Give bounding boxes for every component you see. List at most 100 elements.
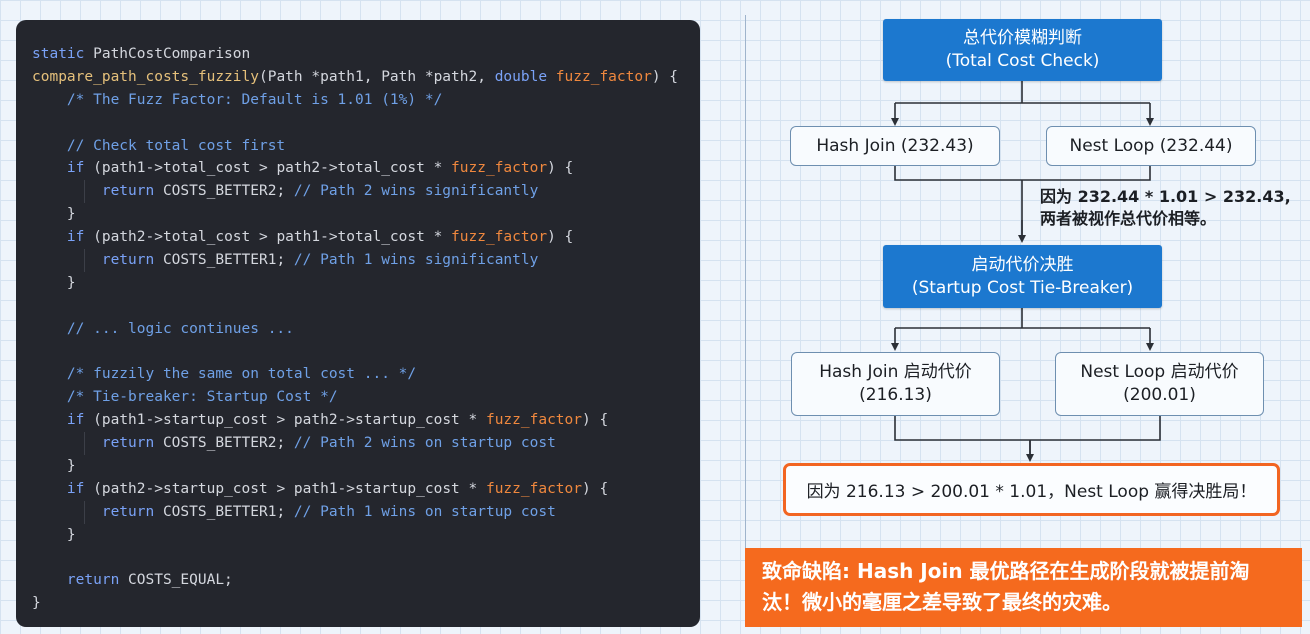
connector-total-split (895, 81, 1150, 104)
total-cost-check-node: 总代价模糊判断 (Total Cost Check) (883, 19, 1162, 81)
code-token: COSTS_BETTER1; (162, 503, 294, 520)
code-token: return (101, 503, 163, 520)
panel-divider (745, 15, 746, 627)
hash-join-total-label: Hash Join (232.43) (816, 135, 974, 156)
code-token: return (101, 435, 163, 452)
code-token: } (32, 274, 76, 291)
code-token: (path2->startup_cost > path1->startup_co… (93, 480, 486, 497)
code-token: COSTS_BETTER2; (162, 435, 294, 452)
code-line: if (path1->total_cost > path2->total_cos… (32, 157, 684, 180)
indent-guide (84, 180, 85, 204)
startup-tiebreaker-title: 启动代价决胜 (971, 254, 1074, 275)
code-token: if (66, 229, 94, 246)
nest-loop-startup-label: Nest Loop 启动代价 (1080, 362, 1239, 382)
code-line: static PathCostComparison (32, 43, 684, 66)
startup-tiebreaker-subtitle: (Startup Cost Tie-Breaker) (911, 277, 1134, 298)
code-line: // ... logic continues ... (32, 318, 684, 341)
code-token: if (66, 160, 94, 177)
nest-loop-startup-node: Nest Loop 启动代价 (200.01) (1055, 352, 1264, 416)
equality-note-line2: 两者被视作总代价相等。 (1040, 209, 1217, 228)
code-token: } (32, 595, 41, 612)
code-line: return COSTS_BETTER1; // Path 1 wins on … (32, 501, 684, 524)
hash-join-startup-value: (216.13) (859, 385, 932, 405)
result-node: 因为 216.13 > 200.01 * 1.01，Nest Loop 赢得决胜… (783, 463, 1280, 516)
nest-loop-total-label: Nest Loop (232.44) (1069, 135, 1233, 156)
startup-tiebreaker-node: 启动代价决胜 (Startup Cost Tie-Breaker) (883, 245, 1162, 308)
code-token: ) { (547, 229, 574, 246)
code-token: PathCostComparison (93, 46, 251, 62)
result-text: 因为 216.13 > 200.01 * 1.01，Nest Loop 赢得决胜… (806, 482, 1257, 502)
code-line: } (32, 455, 684, 478)
code-line: if (path2->startup_cost > path1->startup… (32, 478, 684, 501)
fatal-flaw-line2: 汰！微小的毫厘之差导致了最终的灾难。 (762, 590, 1122, 614)
code-line: compare_path_costs_fuzzily(Path *path1, … (32, 66, 684, 89)
code-token: (path1->startup_cost > path2->startup_co… (93, 412, 486, 429)
indent-guide (84, 432, 85, 456)
code-line: } (32, 203, 684, 226)
code-token: /* The Fuzz Factor: Default is 1.01 (1%)… (66, 91, 443, 108)
equality-note-line1: 因为 232.44 * 1.01 > 232.43, (1040, 187, 1291, 206)
code-token: return (66, 572, 129, 589)
code-token: return (101, 252, 163, 269)
code-token: COSTS_BETTER2; (162, 183, 294, 200)
connector-startup-merge (894, 416, 1161, 460)
code-line: } (32, 524, 684, 547)
code-line: // Check total cost first (32, 135, 684, 158)
code-line: if (path2->total_cost > path1->total_cos… (32, 226, 684, 249)
code-line: return COSTS_BETTER2; // Path 2 wins sig… (32, 180, 684, 203)
code-line: } (32, 592, 684, 615)
code-token: ) { (582, 480, 609, 497)
indent-guide (84, 249, 85, 272)
code-token: } (32, 458, 76, 475)
code-line: return COSTS_BETTER2; // Path 2 wins on … (32, 432, 684, 455)
code-token: return (101, 183, 163, 200)
code-token: COSTS_BETTER1; (162, 252, 294, 269)
code-token: (path1->total_cost > path2->total_cost * (93, 160, 452, 177)
code-line: /* The Fuzz Factor: Default is 1.01 (1%)… (32, 89, 684, 112)
connector-startup-split (895, 308, 1150, 329)
code-line: if (path1->startup_cost > path2->startup… (32, 409, 684, 432)
code-token: /* fuzzily the same on total cost ... */ (66, 366, 417, 383)
code-token: // Check total cost first (66, 137, 286, 154)
code-token: ) { (547, 160, 574, 177)
code-token: ) { (651, 68, 679, 85)
code-token: // Path 1 wins on startup cost (293, 503, 556, 520)
code-token: (path2->total_cost > path1->total_cost * (93, 229, 452, 246)
code-token: if (66, 412, 94, 429)
code-token: ) { (582, 412, 609, 429)
code-token: /* Tie-breaker: Startup Cost */ (66, 389, 338, 406)
code-line: } (32, 272, 684, 295)
code-line: return COSTS_BETTER1; // Path 1 wins sig… (32, 249, 684, 272)
code-token: compare_path_costs_fuzzily (32, 68, 259, 85)
code-line: return COSTS_EQUAL; (32, 569, 684, 592)
equality-note: 因为 232.44 * 1.01 > 232.43, 两者被视作总代价相等。 (1040, 186, 1291, 230)
total-cost-check-subtitle: (Total Cost Check) (945, 51, 1100, 71)
nest-loop-startup-value: (200.01) (1123, 385, 1196, 405)
code-token: fuzz_factor (485, 412, 582, 429)
code-token: fuzz_factor (451, 160, 548, 177)
code-token: // Path 2 wins significantly (293, 183, 539, 200)
code-token: } (32, 206, 76, 223)
indent-guide (84, 501, 85, 524)
code-token: fuzz_factor (555, 68, 652, 85)
code-token: fuzz_factor (485, 480, 582, 497)
code-line: /* fuzzily the same on total cost ... */ (32, 363, 684, 386)
code-line: /* Tie-breaker: Startup Cost */ (32, 386, 684, 409)
code-token: // Path 2 wins on startup cost (293, 435, 556, 452)
code-token: static (32, 46, 94, 62)
hash-join-startup-label: Hash Join 启动代价 (819, 362, 972, 382)
code-token: } (32, 526, 76, 543)
hash-join-startup-node: Hash Join 启动代价 (216.13) (791, 352, 1000, 416)
nest-loop-total-node: Nest Loop (232.44) (1046, 126, 1256, 166)
code-token: double (494, 68, 556, 85)
code-token: fuzz_factor (451, 229, 548, 246)
code-token: (Path *path1, Path *path2, (258, 68, 495, 85)
total-cost-check-title: 总代价模糊判断 (963, 28, 1082, 48)
code-token: // ... logic continues ... (66, 320, 294, 337)
hash-join-total-node: Hash Join (232.43) (790, 126, 1000, 166)
code-token: if (66, 480, 94, 497)
fatal-flaw-banner: 致命缺陷: Hash Join 最优路径在生成阶段就被提前淘 汰！微小的毫厘之差… (745, 548, 1302, 627)
